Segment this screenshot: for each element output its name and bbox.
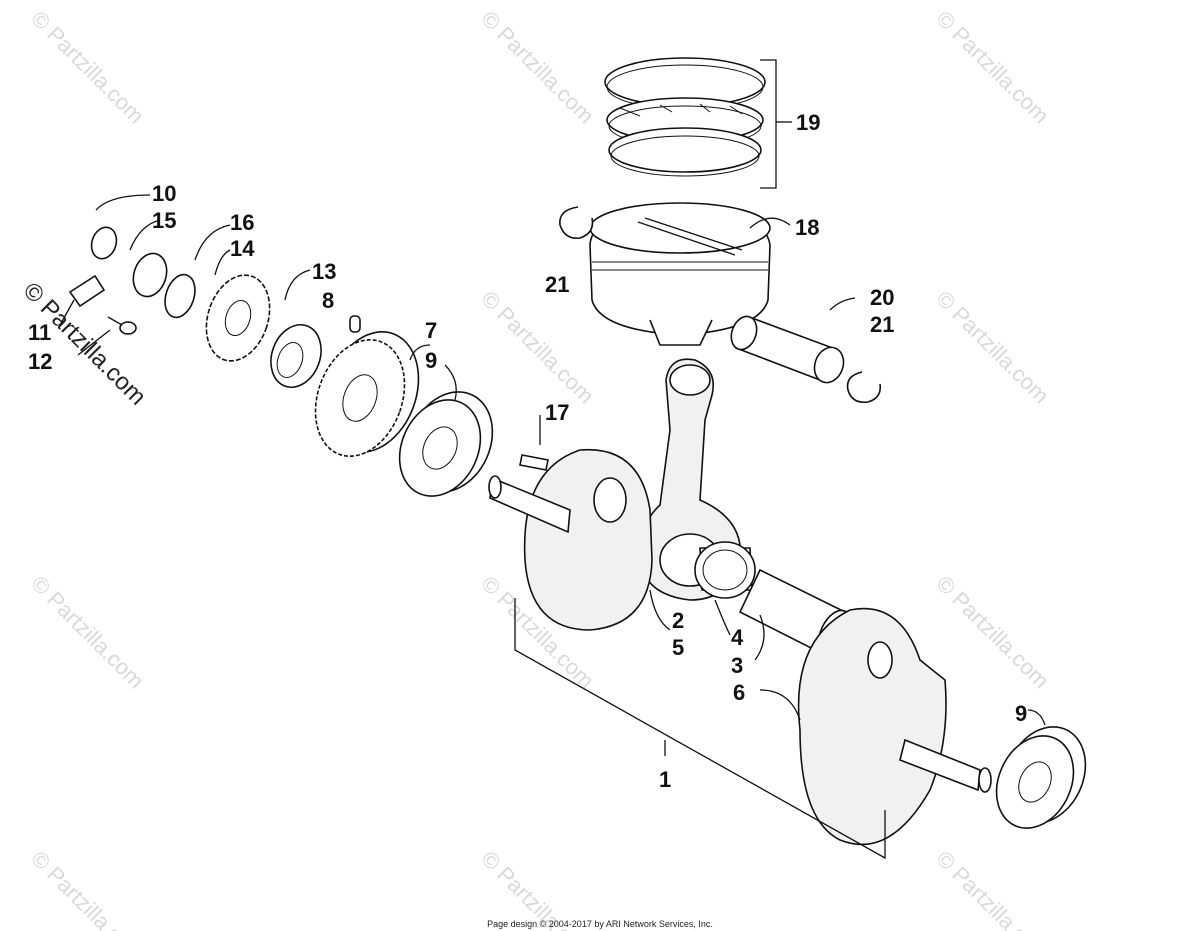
needle-bearing-part (694, 541, 756, 599)
callout-19: 19 (796, 110, 820, 135)
balancer-gear-part (205, 274, 271, 362)
circlip-part (559, 206, 594, 240)
callout-17: 17 (545, 400, 569, 425)
leader-lines (59, 59, 1046, 860)
callout-5: 5 (672, 635, 684, 660)
watermark: © Partzilla.com (931, 571, 1054, 694)
watermark: © Partzilla.com (26, 6, 149, 129)
circlip-part (846, 371, 882, 404)
lock-plate-part (68, 274, 106, 308)
watermark: © Partzilla.com (931, 286, 1054, 409)
callout-11: 11 (28, 320, 51, 345)
callout-4: 4 (731, 625, 744, 650)
watermark: © Partzilla.com (476, 6, 599, 129)
watermark: © Partzilla.com (26, 846, 149, 931)
callout-12: 12 (28, 349, 52, 374)
ball-bearing-left-part (398, 391, 494, 497)
callout-16: 16 (230, 210, 254, 235)
callout-8: 8 (322, 288, 334, 313)
crank-half-left-part (488, 448, 653, 631)
callout-7: 7 (425, 318, 437, 343)
watermark: © Partzilla.com (931, 6, 1054, 129)
callout-9-left: 9 (425, 348, 437, 373)
footer-credit: Page design © 2004-2017 by ARI Network S… (487, 919, 713, 929)
callout-21-right: 21 (870, 312, 894, 337)
washer-part (164, 273, 196, 319)
bushing-part (90, 226, 118, 260)
callout-labels: 1 2 3 4 5 6 7 8 9 9 10 11 12 13 14 15 16… (28, 110, 1027, 792)
woodruff-key-part (519, 454, 549, 471)
piston-pin-part (730, 315, 845, 384)
watermark: © Partzilla.com (476, 286, 599, 409)
callout-18: 18 (795, 215, 819, 240)
crank-half-right-part (797, 607, 992, 846)
ball-bearing-right-part (995, 726, 1087, 829)
nut-part (132, 252, 168, 298)
callout-10: 10 (152, 181, 176, 206)
piston-rings-part (604, 57, 766, 177)
dowel-pin-part (349, 315, 361, 333)
callout-2: 2 (672, 608, 684, 633)
watermark: © Partzilla.com (931, 846, 1054, 931)
callout-20: 20 (870, 285, 894, 310)
callout-6: 6 (733, 680, 745, 705)
gear-bearing-part (270, 324, 322, 388)
callout-9-right: 9 (1015, 701, 1027, 726)
screw-part (107, 316, 137, 335)
callout-21-left: 21 (545, 272, 569, 297)
watermark: © Partzilla.com (26, 571, 149, 694)
callout-15: 15 (152, 208, 176, 233)
drive-gear-part (314, 331, 420, 457)
callout-13: 13 (312, 259, 336, 284)
callout-1: 1 (659, 767, 671, 792)
callout-14: 14 (230, 236, 255, 261)
callout-3: 3 (731, 653, 743, 678)
